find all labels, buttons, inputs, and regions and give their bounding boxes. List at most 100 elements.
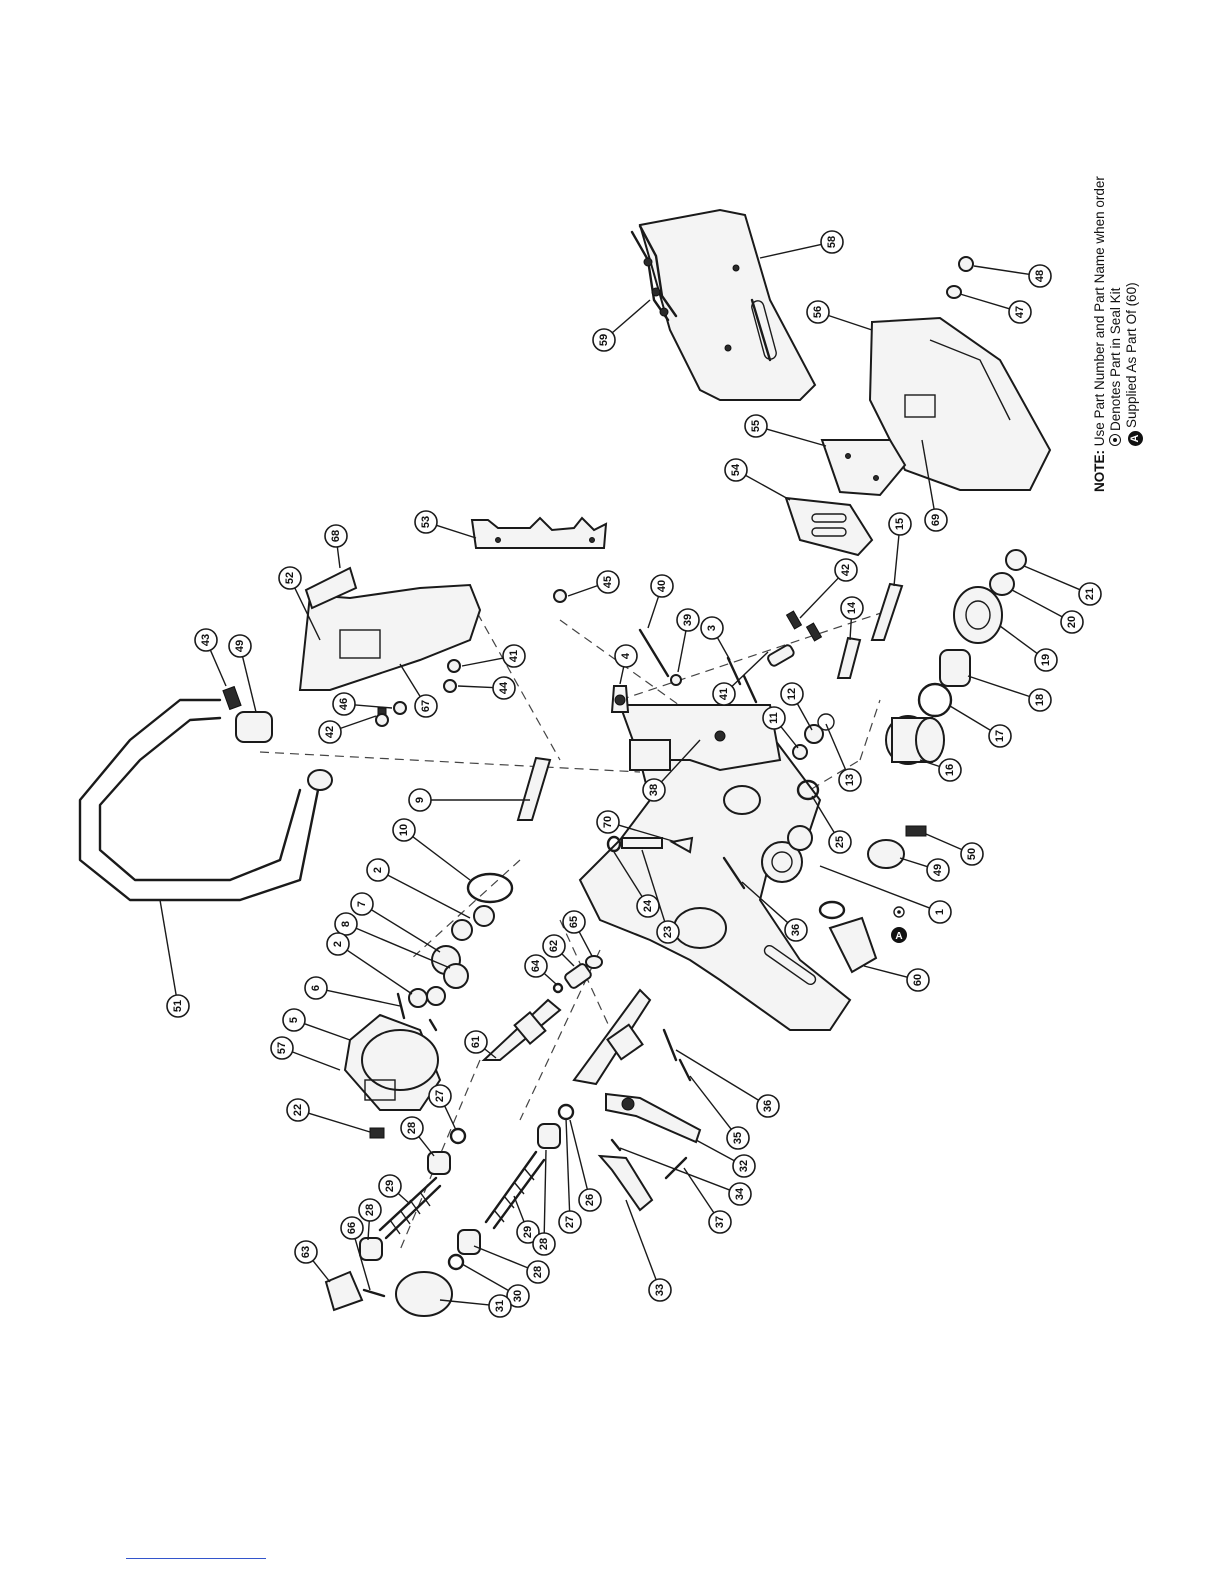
callout-32: 32	[695, 1139, 756, 1178]
callout-circle	[166, 994, 190, 1018]
saw-chain	[630, 224, 678, 322]
callout-circle	[516, 1220, 540, 1244]
callout-circle	[428, 1084, 452, 1108]
callout-10: 10	[392, 818, 471, 881]
leader-line	[796, 703, 813, 731]
callout-circle	[1028, 264, 1052, 288]
leader-line	[561, 953, 575, 967]
callout-circle	[642, 778, 666, 802]
leader-line	[354, 704, 393, 709]
callout-number: 13	[844, 774, 856, 786]
callout-13: 13	[825, 723, 862, 792]
footer-rule	[126, 1558, 266, 1559]
callout-number: 4	[620, 652, 632, 659]
callout-number: 5	[288, 1017, 300, 1023]
leader-line	[1023, 565, 1081, 591]
bushings-2-top	[451, 905, 495, 941]
motor-housing	[343, 1013, 442, 1111]
callout-18: 18	[967, 675, 1052, 712]
note-text-2: Denotes Part in Seal Kit	[1108, 287, 1123, 431]
callout-number: 37	[714, 1216, 726, 1228]
leader-line	[731, 651, 769, 687]
callout-number: 19	[1040, 654, 1052, 666]
supplied-a-icon: A	[1128, 431, 1143, 446]
pin-9	[516, 756, 552, 821]
callout-circle	[464, 1030, 488, 1054]
callout-circle	[614, 644, 638, 668]
springs-3	[726, 656, 758, 704]
callout-40: 40	[647, 574, 674, 629]
leader-line	[439, 1299, 490, 1306]
leader-line	[578, 931, 593, 957]
callout-circle	[780, 682, 804, 706]
callout-33: 33	[625, 1199, 672, 1302]
leader-line	[304, 1023, 351, 1041]
bar-cover	[868, 316, 1052, 491]
leader-line	[766, 428, 827, 447]
leader-line	[436, 524, 477, 539]
gear-8	[443, 963, 469, 989]
callout-number: 55	[750, 420, 762, 432]
callout-circle	[400, 1116, 424, 1140]
callout-27b: 27	[558, 1117, 582, 1234]
leader-line	[346, 949, 413, 995]
leader-line	[660, 739, 701, 783]
note-line-2: Denotes Part in Seal Kit	[1108, 32, 1124, 492]
callout-16: 16	[919, 758, 962, 782]
callout-circle	[938, 758, 962, 782]
screw-43	[222, 685, 242, 711]
callout-circle	[1078, 582, 1102, 606]
washer-70	[669, 836, 694, 854]
leader-line	[899, 857, 928, 868]
callout-61: 61	[464, 1030, 497, 1059]
nut-45	[553, 589, 567, 603]
leader-line	[849, 618, 853, 641]
callout-number: 27	[434, 1090, 446, 1102]
callout-number: 32	[738, 1160, 750, 1172]
washer-47	[946, 285, 962, 299]
callout-63: 63	[294, 1240, 331, 1283]
leader-line	[613, 851, 643, 898]
spacer-28-c	[537, 1123, 561, 1149]
callout-44: 44	[457, 676, 516, 700]
callout-number: 23	[662, 926, 674, 938]
leader-line	[241, 656, 257, 713]
spring-29-upper	[378, 1176, 442, 1240]
cap-65	[585, 955, 603, 969]
callout-42a: 42	[318, 715, 377, 744]
callout-circle	[304, 976, 328, 1000]
callout-circle	[712, 682, 736, 706]
callout-number: 29	[522, 1226, 534, 1238]
circle-dot-icon	[1109, 434, 1121, 446]
callout-51: 51	[159, 899, 190, 1018]
screw-22	[369, 1127, 385, 1139]
callout-14: 14	[840, 596, 864, 641]
leader-line	[695, 1139, 735, 1162]
fitting-4	[610, 685, 630, 713]
callout-circle	[366, 858, 390, 882]
leader-line	[457, 685, 494, 689]
leader-line	[354, 1238, 371, 1291]
spring-29-lower	[484, 1150, 546, 1230]
leader-line	[461, 1263, 509, 1292]
callout-9: 9	[408, 788, 530, 812]
callout-number: 8	[340, 921, 352, 927]
callout-37: 37	[683, 1167, 732, 1234]
callout-circle	[988, 724, 1012, 748]
shaft-15	[870, 582, 904, 641]
leader-line	[619, 666, 625, 685]
leader-line	[819, 865, 930, 909]
clip-41	[767, 644, 795, 667]
sprocket-18	[939, 649, 971, 687]
leader-line	[340, 715, 377, 730]
callout-circle	[286, 1098, 310, 1122]
callout-circle	[700, 616, 724, 640]
callout-number: 61	[470, 1036, 482, 1048]
callout-55: 55	[744, 414, 827, 447]
callout-number: 68	[330, 530, 342, 542]
callout-19: 19	[999, 625, 1058, 672]
callout-number: 51	[172, 1000, 184, 1012]
pin-14	[836, 636, 862, 679]
callout-number: 41	[718, 688, 730, 700]
